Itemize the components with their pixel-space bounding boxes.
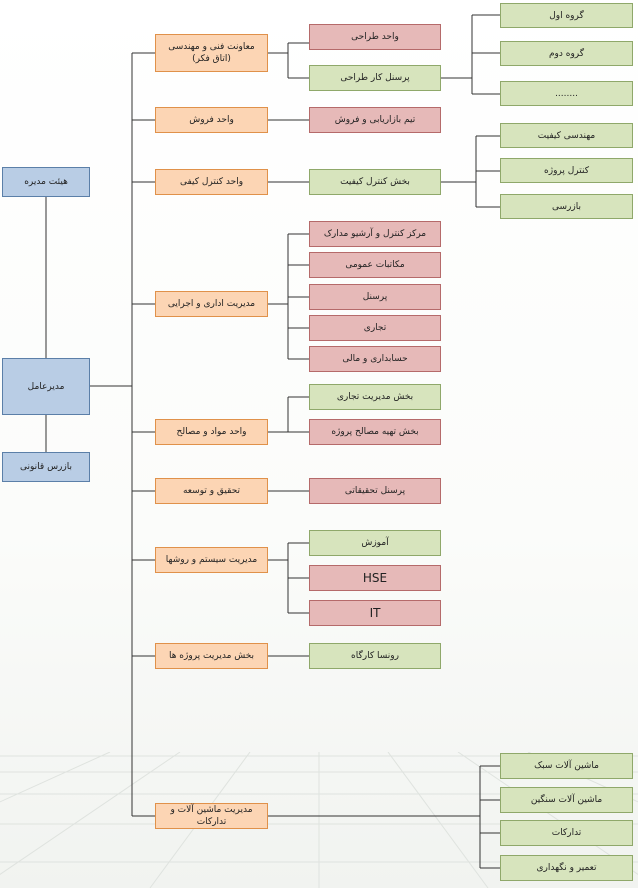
group-label: تعمیر و نگهداری <box>536 863 597 873</box>
department-label: بخش مدیریت پروژه ها <box>168 651 255 661</box>
sub-unit-box: تیم بازاریابی و فروش <box>309 107 441 133</box>
sub-unit-box: IT <box>309 600 441 626</box>
ceo-label: مدیرعامل <box>27 381 65 392</box>
group-label: مهندسی کیفیت <box>537 130 596 141</box>
sub-unit-label: پرسنل <box>362 292 388 302</box>
sub-unit-box: تجاری <box>309 315 441 341</box>
sub-unit-box: مکاتبات عمومی <box>309 252 441 278</box>
department-label: واحد مواد و مصالح <box>176 427 247 437</box>
group-box: گروه دوم <box>500 41 633 66</box>
sub-unit-label: واحد طراحی <box>351 32 399 42</box>
group-label: بازرسی <box>552 201 581 212</box>
sub-unit-label: تجاری <box>363 323 387 333</box>
department-box: واحد کنترل کیفی <box>155 169 268 195</box>
sub-unit-box: حسابداری و مالی <box>309 346 441 372</box>
group-label: گروه اول <box>549 10 584 21</box>
group-box: مهندسی کیفیت <box>500 123 633 148</box>
department-label: معاونت فنی و مهندسی (اتاق فکر) <box>168 42 255 64</box>
group-label: ماشین آلات سنگین <box>530 795 603 805</box>
group-label: تدارکات <box>551 828 582 838</box>
sub-unit-label: بخش مدیریت تجاری <box>336 392 414 402</box>
sub-unit-box: پرسنل تحقیقاتی <box>309 478 441 504</box>
sub-unit-box: بخش تهیه مصالح پروژه <box>309 419 441 445</box>
board-of-directors-box: هیئت مدیره <box>2 167 90 197</box>
group-box: تدارکات <box>500 820 633 846</box>
sub-unit-label: آموزش <box>361 538 389 548</box>
department-label: تحقیق و توسعه <box>182 486 241 496</box>
group-box: کنترل پروژه <box>500 158 633 183</box>
sub-unit-label: HSE <box>362 571 388 585</box>
sub-unit-label: تیم بازاریابی و فروش <box>334 115 416 125</box>
sub-unit-label: پرسنل کار طراحی <box>340 73 410 83</box>
sub-unit-label: بخش تهیه مصالح پروژه <box>331 427 419 437</box>
sub-unit-label: حسابداری و مالی <box>342 354 408 364</box>
department-box: مدیریت ماشین آلات و تدارکات <box>155 803 268 829</box>
board-label: هیئت مدیره <box>24 177 68 187</box>
department-box: تحقیق و توسعه <box>155 478 268 504</box>
group-box: ........ <box>500 81 633 106</box>
sub-unit-box: بخش مدیریت تجاری <box>309 384 441 410</box>
sub-unit-label: مرکز کنترل و آرشیو مدارک <box>323 229 427 239</box>
department-box: مدیریت اداری و اجرایی <box>155 291 268 317</box>
department-label: واحد فروش <box>189 115 234 125</box>
department-box: بخش مدیریت پروژه ها <box>155 643 268 669</box>
sub-unit-box: واحد طراحی <box>309 24 441 50</box>
sub-unit-box: آموزش <box>309 530 441 556</box>
sub-unit-label: مکاتبات عمومی <box>345 260 405 270</box>
department-box: مدیریت سیستم و روشها <box>155 547 268 573</box>
sub-unit-label: پرسنل تحقیقاتی <box>344 486 406 496</box>
sub-unit-label: رونسا کارگاه <box>351 651 399 661</box>
department-label: واحد کنترل کیفی <box>179 177 244 187</box>
auditor-label: بازرس قانونی <box>20 462 72 472</box>
group-box: بازرسی <box>500 194 633 219</box>
sub-unit-box: مرکز کنترل و آرشیو مدارک <box>309 221 441 247</box>
group-box: گروه اول <box>500 3 633 28</box>
ceo-box: مدیرعامل <box>2 358 90 415</box>
department-box: واحد فروش <box>155 107 268 133</box>
group-label: گروه دوم <box>548 48 585 59</box>
sub-unit-label: بخش کنترل کیفیت <box>340 177 410 187</box>
sub-unit-box: پرسنل <box>309 284 441 310</box>
sub-unit-box: بخش کنترل کیفیت <box>309 169 441 195</box>
sub-unit-box: رونسا کارگاه <box>309 643 441 669</box>
department-label: مدیریت اداری و اجرایی <box>167 299 256 309</box>
sub-unit-label: IT <box>369 606 381 620</box>
group-label: کنترل پروژه <box>544 165 589 176</box>
sub-unit-box: پرسنل کار طراحی <box>309 65 441 91</box>
group-box: تعمیر و نگهداری <box>500 855 633 881</box>
department-box: معاونت فنی و مهندسی (اتاق فکر) <box>155 34 268 72</box>
department-label: مدیریت ماشین آلات و تدارکات <box>170 805 253 827</box>
group-box: ماشین آلات سنگین <box>500 787 633 813</box>
group-label: ........ <box>555 88 578 99</box>
sub-unit-box: HSE <box>309 565 441 591</box>
legal-auditor-box: بازرس قانونی <box>2 452 90 482</box>
group-label: ماشین آلات سبک <box>534 761 599 771</box>
department-box: واحد مواد و مصالح <box>155 419 268 445</box>
department-label: مدیریت سیستم و روشها <box>165 555 258 565</box>
group-box: ماشین آلات سبک <box>500 753 633 779</box>
